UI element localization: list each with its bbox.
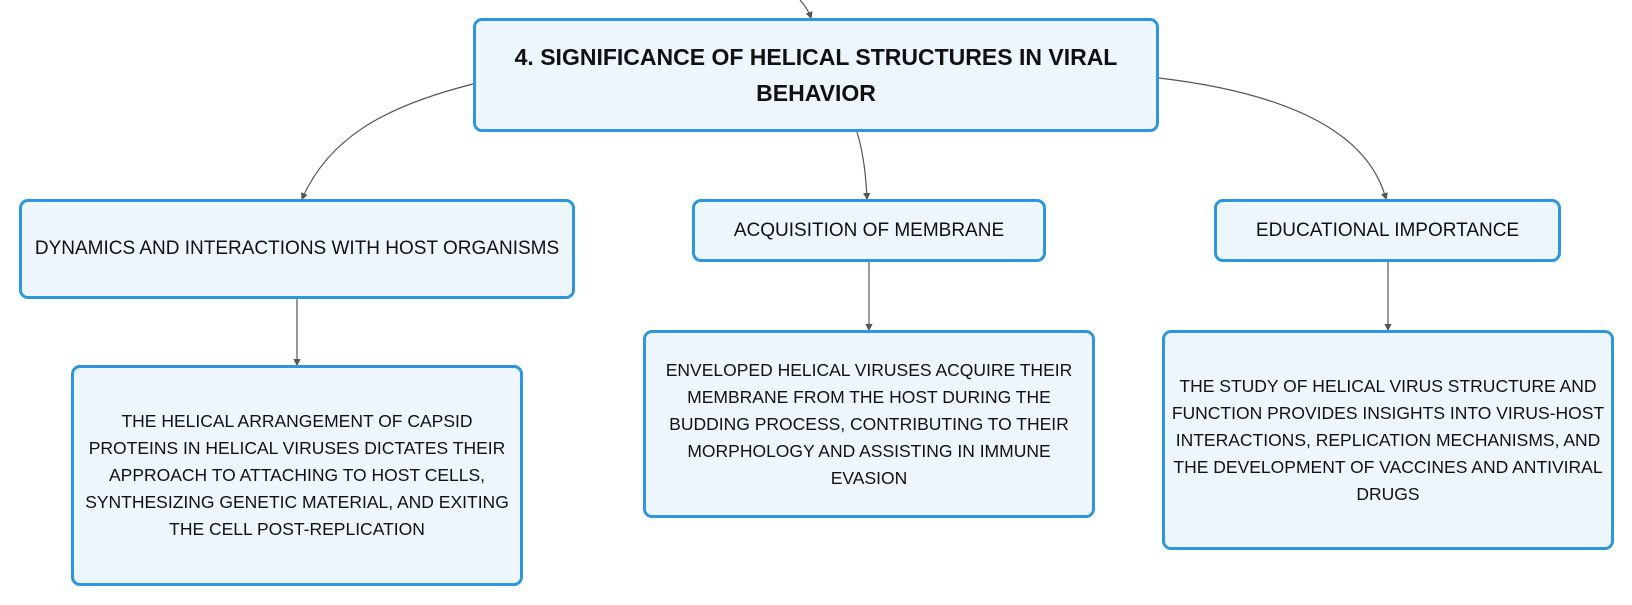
incoming-connector: [799, 0, 813, 20]
topic-acquisition-label: ACQUISITION OF MEMBRANE: [733, 219, 1005, 241]
subtopic-educational-text: THE STUDY OF HELICAL VIRUS STRUCTURE AND…: [1171, 375, 1605, 504]
topic-educational-label: EDUCATIONAL IMPORTANCE: [1255, 219, 1520, 241]
topic-dynamics-interactions[interactable]: DYNAMICS AND INTERACTIONS WITH HOST ORGA…: [19, 199, 575, 299]
subtopic-dynamics-detail[interactable]: THE HELICAL ARRANGEMENT OF CAPSID PROTEI…: [71, 365, 523, 586]
subtopic-acquisition-text: ENVELOPED HELICAL VIRUSES ACQUIRE THEIR …: [665, 359, 1073, 488]
root-topic-title: 4. SIGNIFICANCE OF HELICAL STRUCTURES IN…: [514, 44, 1118, 106]
topic-dynamics-label: DYNAMICS AND INTERACTIONS WITH HOST ORGA…: [34, 238, 560, 259]
connector-root-to-dynamics: [301, 83, 474, 201]
topic-acquisition-membrane[interactable]: ACQUISITION OF MEMBRANE: [692, 199, 1046, 262]
root-topic-node[interactable]: 4. SIGNIFICANCE OF HELICAL STRUCTURES IN…: [473, 18, 1159, 132]
subtopic-dynamics-text: THE HELICAL ARRANGEMENT OF CAPSID PROTEI…: [85, 411, 509, 539]
connector-root-to-educational: [1158, 77, 1388, 201]
connector-root-to-acquisition: [856, 131, 871, 201]
topic-educational-importance[interactable]: EDUCATIONAL IMPORTANCE: [1214, 199, 1561, 262]
subtopic-acquisition-detail[interactable]: ENVELOPED HELICAL VIRUSES ACQUIRE THEIR …: [643, 330, 1095, 518]
subtopic-educational-detail[interactable]: THE STUDY OF HELICAL VIRUS STRUCTURE AND…: [1162, 330, 1614, 550]
